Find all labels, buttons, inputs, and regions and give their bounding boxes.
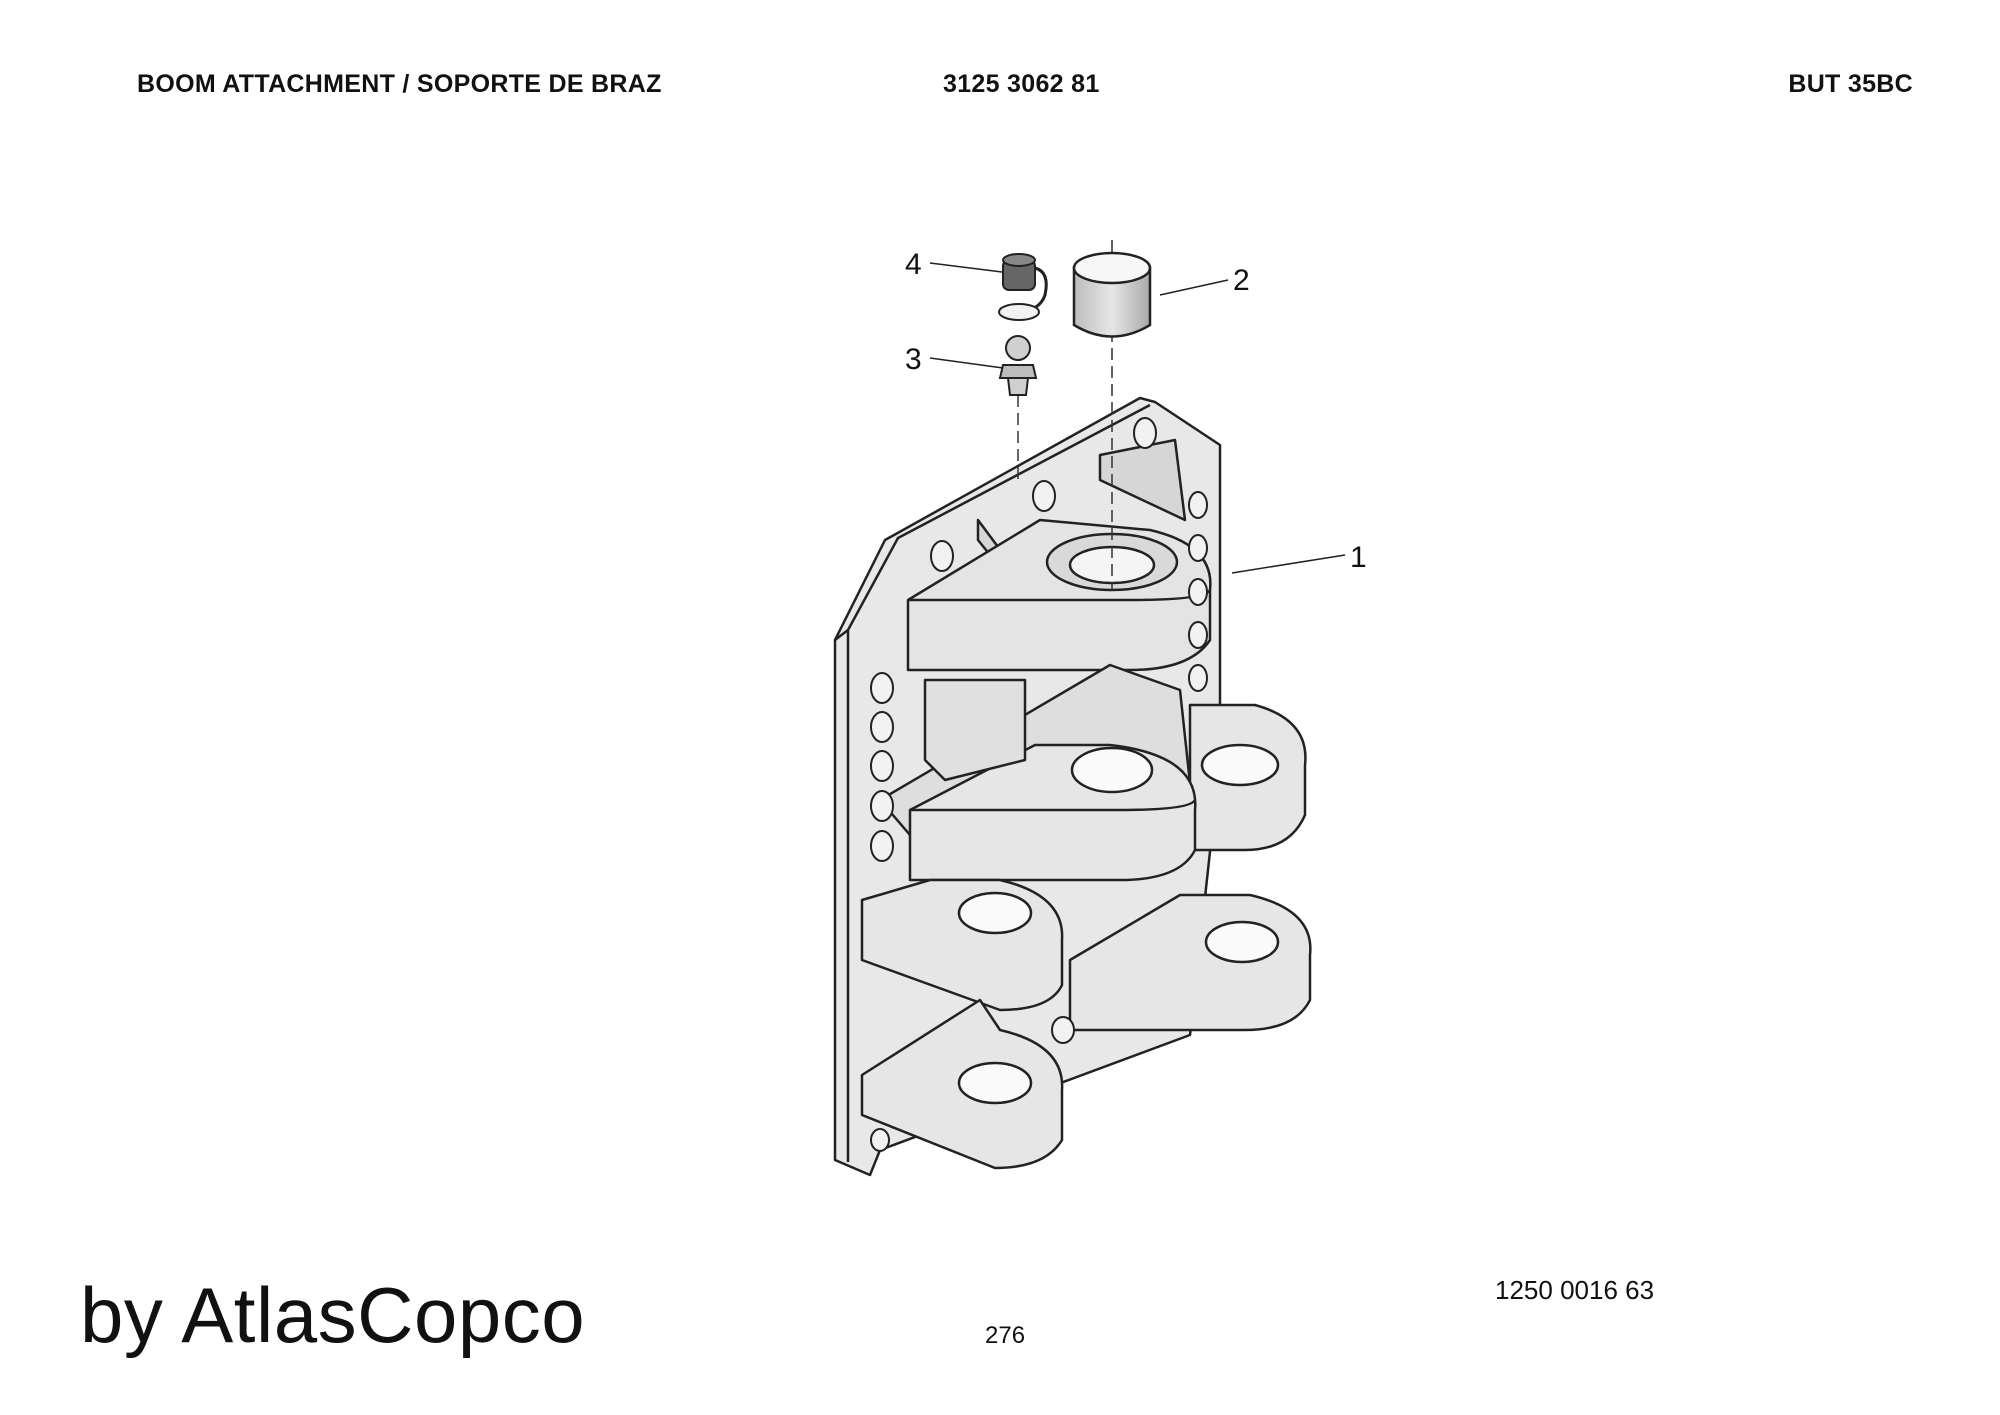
boom-bracket-body: [833, 396, 1312, 1177]
part-number: 3125 3062 81: [943, 70, 1100, 98]
page-number: 276: [985, 1322, 1026, 1349]
mounting-holes: [870, 417, 1208, 1152]
model-name: BUT 35BC: [1788, 70, 1913, 98]
figure-number: 1250 0016 63: [1495, 1275, 1655, 1305]
callout-2: 2: [1233, 264, 1250, 297]
callout-leader-lines: [929, 262, 1346, 574]
bushing-part: [1072, 251, 1152, 338]
callout-3: 3: [905, 343, 922, 376]
grease-nipple-part: [998, 335, 1038, 396]
callout-4: 4: [905, 248, 922, 281]
document-title: BOOM ATTACHMENT / SOPORTE DE BRAZ: [137, 70, 662, 98]
callout-1: 1: [1350, 541, 1367, 574]
brand-footer: by AtlasCopco: [80, 1271, 586, 1359]
protective-cap-part: [998, 253, 1048, 321]
